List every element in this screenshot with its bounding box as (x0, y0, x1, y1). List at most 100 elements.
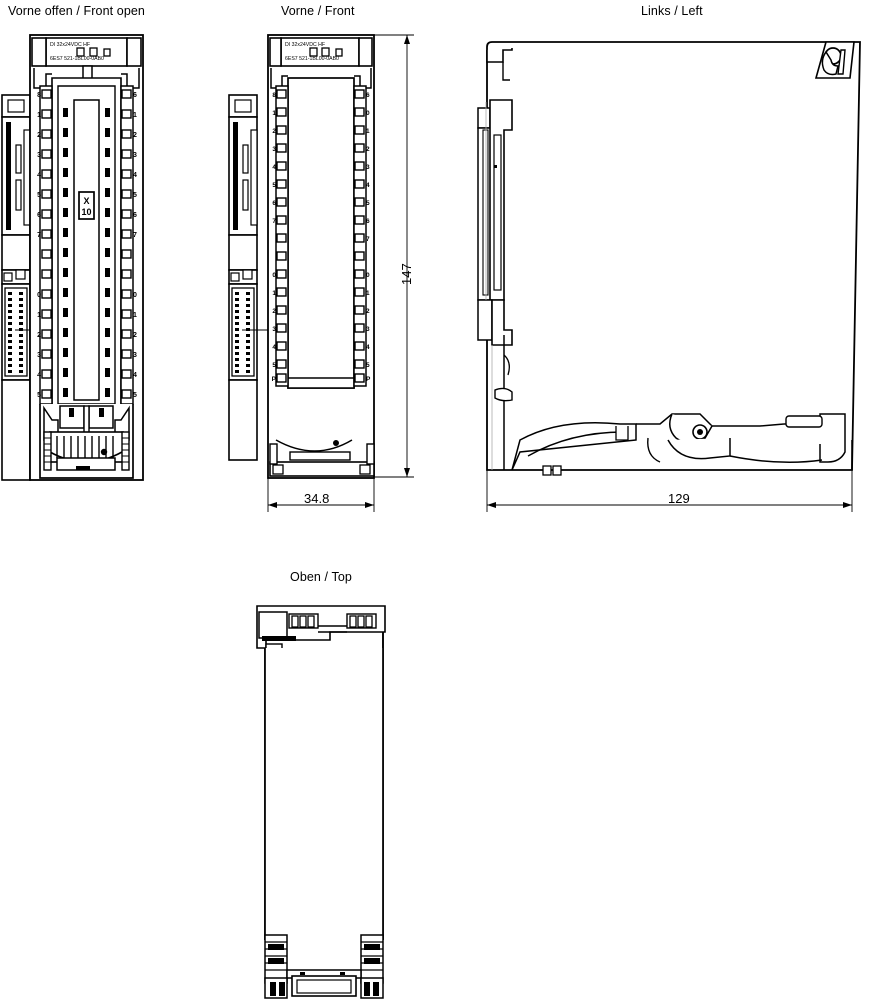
svg-text:1: 1 (133, 312, 137, 319)
svg-text:1: 1 (272, 290, 276, 297)
view-top (256, 605, 386, 999)
bottom-lever-front (269, 439, 375, 477)
view-label-front: Vorne / Front (281, 4, 355, 18)
svg-text:3: 3 (37, 352, 41, 359)
svg-text:0: 0 (133, 292, 137, 299)
svg-text:4: 4 (366, 344, 370, 351)
svg-text:DI 32x24VDC HF: DI 32x24VDC HF (285, 42, 325, 48)
svg-text:5: 5 (133, 392, 137, 399)
svg-text:6: 6 (366, 92, 370, 99)
dimension-width-34-8: 34.8 (304, 491, 330, 506)
terminal-strip-right-front-open: 6 1 2 3 4 5 6 7 0 1 2 3 4 5 (120, 85, 137, 405)
module-label-line1: DI 32x24VDC HF (50, 42, 90, 48)
view-front-open: DI 32x24VDC HF 6ES7 521-1BL00-0AB0 X 10 (1, 34, 144, 481)
top-view-bottom-rail (264, 934, 384, 999)
svg-text:3: 3 (366, 326, 370, 333)
led-column-right (105, 108, 110, 397)
svg-text:6: 6 (366, 218, 370, 225)
svg-text:2: 2 (366, 308, 370, 315)
dimension-depth-129: 129 (668, 491, 690, 506)
backplane-connector-strip (1, 94, 60, 481)
svg-text:8: 8 (37, 92, 41, 99)
top-pin-cluster-right (346, 613, 377, 629)
svg-text:0: 0 (272, 272, 276, 279)
terminal-strip-left-front-open: 81 23 45 67 01 23 45 (37, 85, 53, 405)
svg-text:5: 5 (37, 392, 41, 399)
svg-text:7: 7 (366, 236, 370, 243)
terminal-numbers-right-front-open: 6 1 2 3 4 5 6 7 0 1 2 3 4 5 (133, 92, 137, 399)
view-front: DI 32x24VDC HF 6ES7 521-1BL00-0AB0 (228, 34, 414, 512)
terminal-numbers-right-front: 6 0 1 2 3 4 5 6 7 0 1 2 3 4 5 P (366, 92, 371, 383)
svg-text:4: 4 (37, 372, 41, 379)
svg-text:7: 7 (272, 218, 276, 225)
dimension-lines-front (267, 34, 414, 512)
inner-panel (73, 99, 100, 401)
svg-text:P: P (272, 376, 277, 383)
svg-text:0: 0 (366, 110, 370, 117)
svg-text:4: 4 (272, 344, 276, 351)
top-pin-cluster-left (288, 613, 319, 629)
svg-text:1: 1 (272, 110, 276, 117)
svg-text:3: 3 (37, 152, 41, 159)
svg-text:2: 2 (366, 146, 370, 153)
terminal-strip-right-front: 6 0 1 2 3 4 5 6 7 0 1 2 3 4 5 P (353, 85, 371, 387)
svg-text:5: 5 (366, 200, 370, 207)
svg-text:3: 3 (272, 326, 276, 333)
terminal-numbers-left-front-open: 81 23 45 67 01 23 45 (37, 92, 41, 399)
top-latch-left-view (814, 41, 855, 79)
svg-text:1: 1 (366, 128, 370, 135)
view-label-top: Oben / Top (290, 570, 352, 584)
backplane-connector-strip-front (228, 94, 290, 461)
view-label-front-open: Vorne offen / Front open (8, 4, 145, 18)
backplane-rail-left (477, 99, 513, 470)
front-door (287, 77, 355, 389)
svg-text:3: 3 (133, 352, 137, 359)
module-label-plate-front: DI 32x24VDC HF 6ES7 521-1BL00-0AB0 (280, 37, 360, 67)
svg-text:2: 2 (272, 308, 276, 315)
svg-text:1: 1 (133, 112, 137, 119)
svg-text:6ES7 521-1BL00-0AB0: 6ES7 521-1BL00-0AB0 (285, 56, 339, 62)
svg-text:5: 5 (37, 192, 41, 199)
svg-text:5: 5 (272, 362, 276, 369)
svg-text:4: 4 (133, 172, 137, 179)
svg-text:X: X (83, 196, 89, 206)
svg-text:4: 4 (366, 182, 370, 189)
svg-text:2: 2 (37, 132, 41, 139)
svg-text:2: 2 (133, 132, 137, 139)
terminal-strip-left-front: 8 1 2 3 4 5 6 7 0 1 2 3 4 5 P (272, 85, 289, 387)
svg-text:3: 3 (272, 146, 276, 153)
svg-text:2: 2 (37, 332, 41, 339)
svg-text:P: P (366, 376, 371, 383)
svg-text:6: 6 (133, 212, 137, 219)
module-label-plate: DI 32x24VDC HF 6ES7 521-1BL00-0AB0 (45, 37, 128, 67)
svg-text:7: 7 (133, 232, 137, 239)
svg-text:8: 8 (272, 92, 276, 99)
svg-text:2: 2 (272, 128, 276, 135)
svg-text:1: 1 (37, 312, 41, 319)
bottom-shield-clamp-assembly (39, 404, 134, 479)
svg-text:3: 3 (133, 152, 137, 159)
svg-text:4: 4 (133, 372, 137, 379)
svg-text:5: 5 (133, 192, 137, 199)
svg-text:0: 0 (366, 272, 370, 279)
svg-text:6: 6 (133, 92, 137, 99)
svg-text:5: 5 (272, 182, 276, 189)
svg-text:4: 4 (37, 172, 41, 179)
svg-text:2: 2 (133, 332, 137, 339)
view-left (477, 41, 861, 512)
top-profile-header (256, 605, 386, 655)
svg-text:5: 5 (366, 362, 370, 369)
svg-text:7: 7 (37, 232, 41, 239)
svg-text:10: 10 (81, 207, 91, 217)
marking-x10: X 10 (78, 191, 95, 220)
svg-text:3: 3 (366, 164, 370, 171)
led-column-left (63, 108, 68, 397)
svg-text:4: 4 (272, 164, 276, 171)
svg-text:6: 6 (37, 212, 41, 219)
module-label-line2: 6ES7 521-1BL00-0AB0 (50, 56, 104, 62)
svg-text:6: 6 (272, 200, 276, 207)
module-body-outline-left (486, 41, 861, 471)
svg-text:1: 1 (366, 290, 370, 297)
dimension-lines-left (486, 470, 853, 512)
